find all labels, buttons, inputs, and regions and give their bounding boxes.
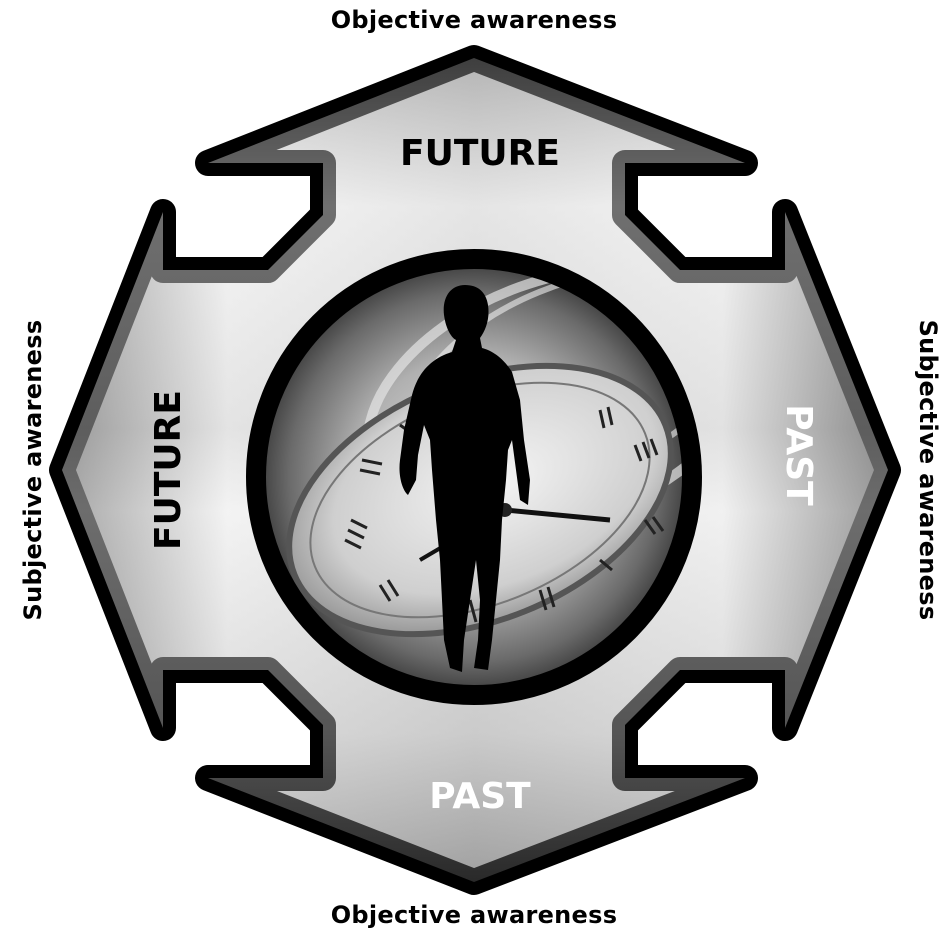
- subjective-awareness-left-label: Subjective awareness: [19, 319, 47, 621]
- arrow-up-label: FUTURE: [400, 133, 560, 174]
- objective-awareness-top-label: Objective awareness: [330, 6, 618, 34]
- subjective-awareness-right-label: Subjective awareness: [914, 319, 942, 621]
- center-clock-image: [246, 249, 702, 705]
- arrow-down-label: PAST: [429, 776, 531, 817]
- arrow-left-label: FUTURE: [148, 390, 189, 550]
- person-silhouette: [399, 285, 530, 672]
- objective-awareness-bottom-label: Objective awareness: [330, 901, 618, 929]
- arrow-right-label: PAST: [778, 404, 819, 506]
